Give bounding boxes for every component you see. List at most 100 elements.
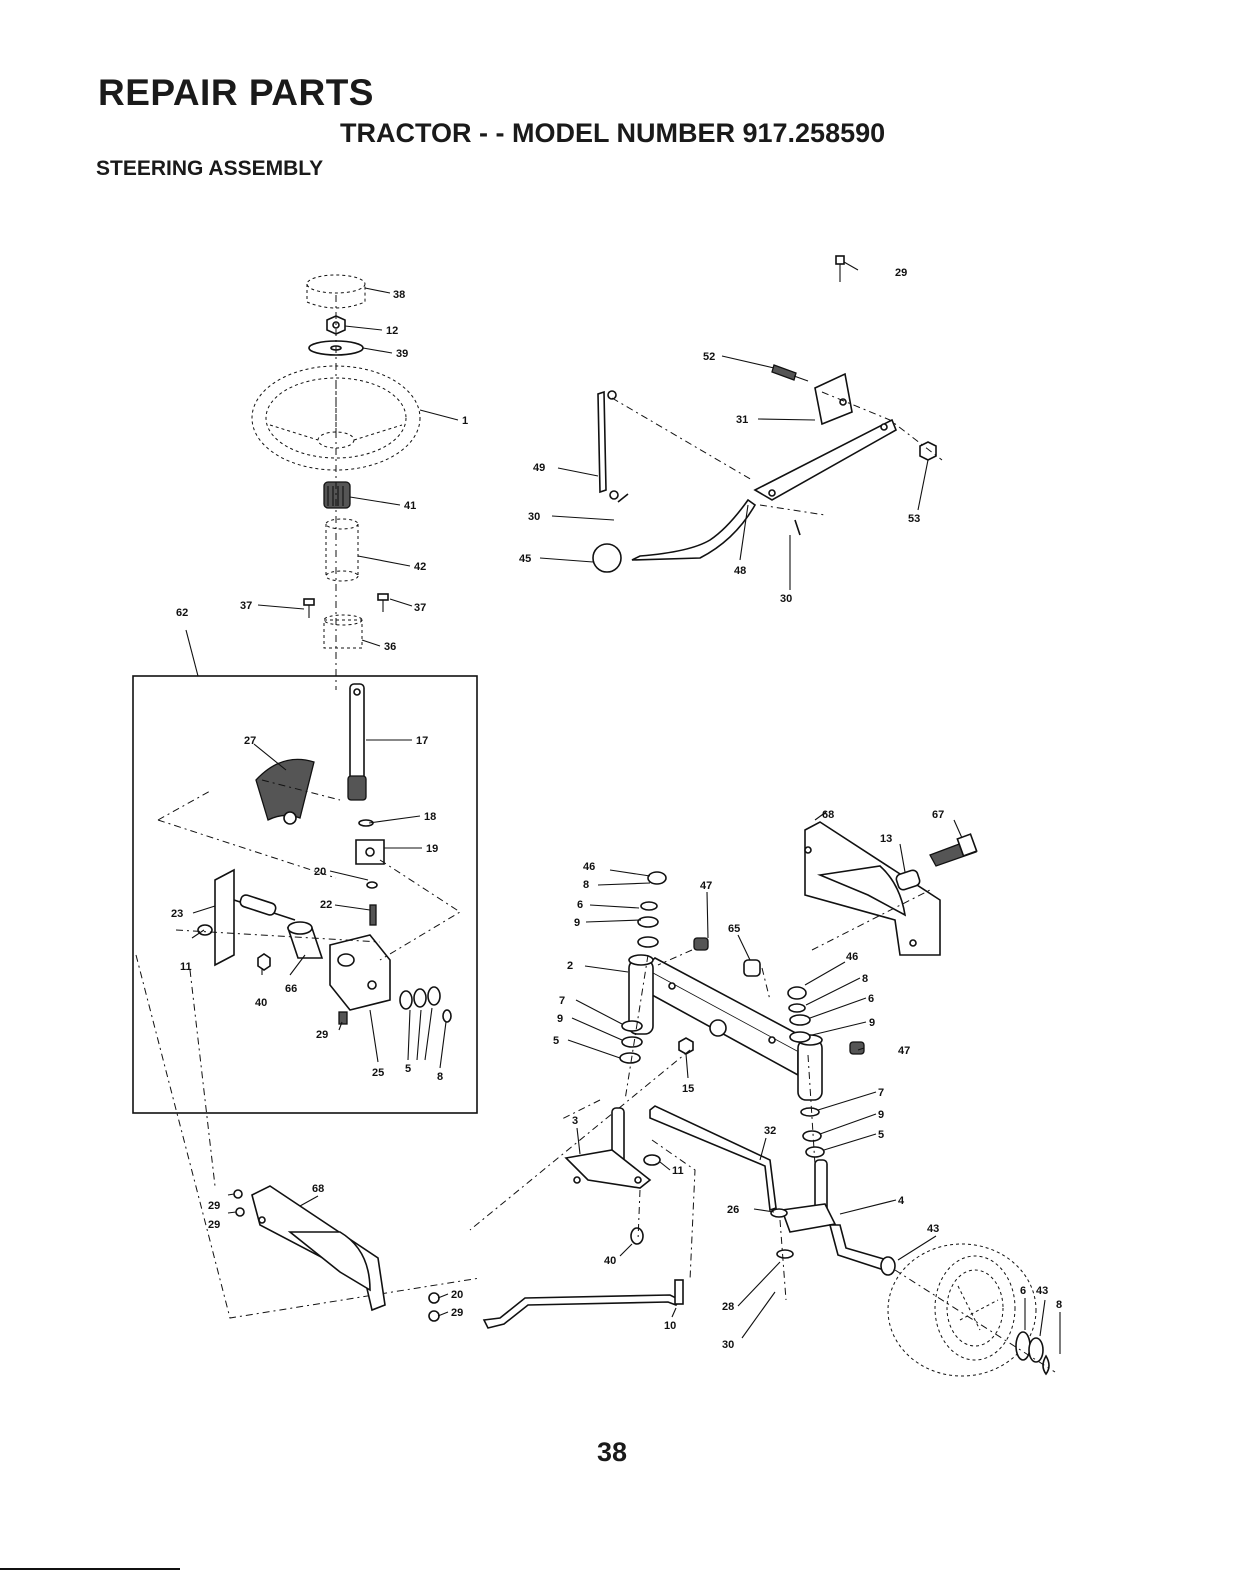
callout-40-lower: 40 xyxy=(604,1255,616,1267)
callout-19: 19 xyxy=(426,843,438,855)
callout-9-lower: 9 xyxy=(557,1013,563,1025)
axle-bushing-part xyxy=(744,960,760,976)
knob-part xyxy=(593,544,621,572)
callout-30-lower: 30 xyxy=(722,1339,734,1351)
callout-13: 13 xyxy=(880,833,892,845)
bellcrank-bracket-part xyxy=(815,374,852,424)
callout-31: 31 xyxy=(736,414,748,426)
callout-10: 10 xyxy=(664,1320,676,1332)
callout-2: 2 xyxy=(567,960,573,972)
callout-47: 47 xyxy=(700,880,712,892)
callout-42: 42 xyxy=(414,561,426,573)
bolt-right-part xyxy=(378,594,388,612)
wheel-washers-part xyxy=(1016,1332,1049,1374)
callout-22: 22 xyxy=(320,899,332,911)
callout-6: 6 xyxy=(577,899,583,911)
callout-8: 8 xyxy=(437,1071,443,1083)
callout-5-right: 5 xyxy=(878,1129,884,1141)
callout-9: 9 xyxy=(574,917,580,929)
bolt-left-part xyxy=(304,599,314,618)
callout-48: 48 xyxy=(734,565,746,577)
control-lever-part xyxy=(632,420,896,560)
outer-centerlines xyxy=(136,955,480,1318)
callout-5-axle: 5 xyxy=(553,1035,559,1047)
callout-41: 41 xyxy=(404,500,416,512)
callout-29: 29 xyxy=(316,1029,328,1041)
tie-rod-part xyxy=(650,1106,776,1210)
axle-bracket-lower-part xyxy=(252,1186,385,1310)
callout-68-lower: 68 xyxy=(312,1183,324,1195)
shoulder-bolt-part xyxy=(772,365,808,381)
callout-29-lower: 29 xyxy=(451,1307,463,1319)
callout-8-right: 8 xyxy=(862,973,868,985)
callout-5: 5 xyxy=(405,1063,411,1075)
callout-62: 62 xyxy=(176,607,188,619)
callout-6-wheel: 6 xyxy=(1020,1285,1026,1297)
callout-53: 53 xyxy=(908,513,920,525)
callout-49: 49 xyxy=(533,462,545,474)
callout-43-wheel: 43 xyxy=(1036,1285,1048,1297)
callout-38: 38 xyxy=(393,289,405,301)
axle-bracket-upper-part xyxy=(805,822,940,955)
callout-46: 46 xyxy=(583,861,595,873)
footer-rule xyxy=(0,1568,180,1570)
callout-68: 68 xyxy=(822,809,834,821)
kit-leader xyxy=(186,630,198,676)
drag-link-part xyxy=(598,391,618,499)
callout-29-upper: 29 xyxy=(895,267,907,279)
front-axle-part xyxy=(643,958,805,1075)
cap-screw-part xyxy=(836,256,844,282)
grease-fitting-left-part xyxy=(694,938,708,950)
callout-20: 20 xyxy=(314,866,326,878)
callout-47-right: 47 xyxy=(898,1045,910,1057)
callout-29-bracket-bottom: 29 xyxy=(208,1219,220,1231)
spacer-part xyxy=(288,922,322,958)
callout-25: 25 xyxy=(372,1067,384,1079)
callout-12: 12 xyxy=(386,325,398,337)
front-wheel-part xyxy=(888,1244,1036,1376)
steering-bushing-part xyxy=(326,519,358,581)
callout-32: 32 xyxy=(764,1125,776,1137)
callout-11: 11 xyxy=(180,961,192,973)
axle-nut-part xyxy=(679,1038,693,1054)
callout-27: 27 xyxy=(244,735,256,747)
steering-bracket-part xyxy=(198,870,295,970)
column-collar-part xyxy=(324,615,362,648)
drag-link-rod-part xyxy=(484,1280,683,1328)
callout-40: 40 xyxy=(255,997,267,1009)
grease-fitting-right-part xyxy=(850,1042,864,1054)
callout-26: 26 xyxy=(727,1204,739,1216)
callout-46-right: 46 xyxy=(846,951,858,963)
steering-cap-part xyxy=(307,275,365,308)
callout-1: 1 xyxy=(462,415,468,427)
callout-43: 43 xyxy=(927,1223,939,1235)
steering-shaft-part xyxy=(348,684,366,800)
callout-9-right-lower: 9 xyxy=(878,1109,884,1121)
callout-11-lower: 11 xyxy=(672,1165,684,1177)
callout-7: 7 xyxy=(559,995,565,1007)
pinion-housing-part xyxy=(356,820,384,925)
callout-18: 18 xyxy=(424,811,436,823)
callout-30: 30 xyxy=(528,511,540,523)
callout-67: 67 xyxy=(932,809,944,821)
callout-28: 28 xyxy=(722,1301,734,1313)
shim-washers-part xyxy=(400,987,451,1022)
callout-66: 66 xyxy=(285,983,297,995)
pivot-bolt-part xyxy=(930,834,977,866)
callout-8-wheel: 8 xyxy=(1056,1299,1062,1311)
callout-7-right: 7 xyxy=(878,1087,884,1099)
page-number: 38 xyxy=(597,1437,627,1468)
callout-30-mid: 30 xyxy=(780,593,792,605)
callout-37-left: 37 xyxy=(240,600,252,612)
callout-23: 23 xyxy=(171,908,183,920)
steering-adapter-part xyxy=(324,482,350,508)
left-spindle-part xyxy=(566,1108,650,1188)
gear-plate-part xyxy=(330,935,390,1024)
callout-15: 15 xyxy=(682,1083,694,1095)
right-spindle-part xyxy=(782,1160,895,1275)
callout-52: 52 xyxy=(703,351,715,363)
callout-45: 45 xyxy=(519,553,531,565)
callout-65: 65 xyxy=(728,923,740,935)
